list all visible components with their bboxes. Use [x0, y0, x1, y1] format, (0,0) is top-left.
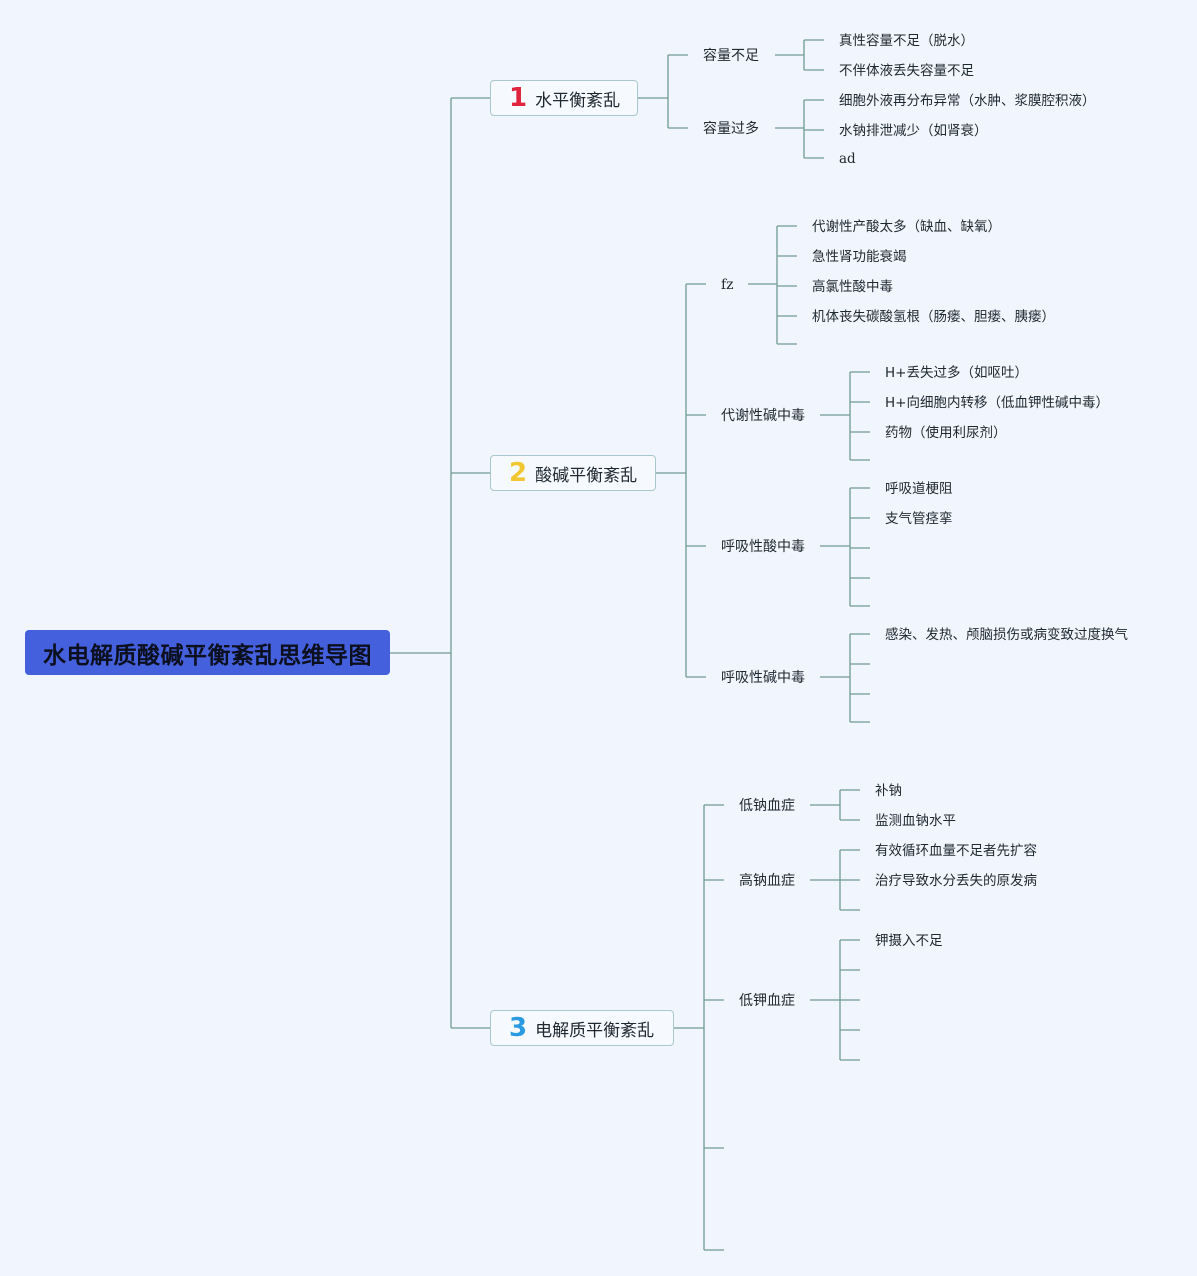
node-respiratory-alkalosis[interactable]: 呼吸性碱中毒: [721, 670, 805, 686]
leaf-node[interactable]: 细胞外液再分布异常（水肿、浆膜腔积液）: [839, 93, 1096, 109]
leaf-node[interactable]: 补钠: [875, 783, 902, 799]
leaf-node[interactable]: H+向细胞内转移（低血钾性碱中毒）: [885, 395, 1109, 411]
leaf-node[interactable]: 治疗导致水分丢失的原发病: [875, 873, 1037, 889]
node-fz[interactable]: fz: [721, 277, 734, 293]
root-title: 水电解质酸碱平衡紊乱思维导图: [43, 642, 372, 669]
leaf-node[interactable]: 感染、发热、颅脑损伤或病变致过度换气: [885, 627, 1128, 643]
branch-label: 水平衡紊乱: [535, 90, 621, 111]
branch-number-3: 3: [509, 1013, 528, 1043]
leaf-node[interactable]: 钾摄入不足: [875, 933, 943, 949]
node-respiratory-acidosis[interactable]: 呼吸性酸中毒: [721, 539, 805, 555]
leaf-node[interactable]: 真性容量不足（脱水）: [839, 33, 974, 49]
branch-number-1: 1: [509, 83, 528, 113]
node-hyponatremia[interactable]: 低钠血症: [739, 798, 795, 814]
node-metabolic-alkalosis[interactable]: 代谢性碱中毒: [721, 408, 805, 424]
branch-electrolyte[interactable]: 3 电解质平衡紊乱: [490, 1010, 674, 1046]
leaf-node[interactable]: 支气管痉挛: [885, 511, 953, 527]
leaf-node[interactable]: 监测血钠水平: [875, 813, 956, 829]
node-volume-deficit[interactable]: 容量不足: [703, 48, 759, 64]
leaf-node[interactable]: 不伴体液丢失容量不足: [839, 63, 974, 79]
branch-label: 电解质平衡紊乱: [535, 1020, 655, 1041]
branch-acid-base[interactable]: 2 酸碱平衡紊乱: [490, 455, 656, 491]
leaf-node[interactable]: 高氯性酸中毒: [812, 279, 893, 295]
leaf-node[interactable]: 代谢性产酸太多（缺血、缺氧）: [812, 219, 1001, 235]
branch-number-2: 2: [509, 458, 528, 488]
leaf-node[interactable]: H+丢失过多（如呕吐）: [885, 365, 1028, 381]
leaf-node[interactable]: 水钠排泄减少（如肾衰）: [839, 123, 988, 139]
leaf-node[interactable]: 急性肾功能衰竭: [812, 249, 907, 265]
leaf-node[interactable]: 有效循环血量不足者先扩容: [875, 843, 1037, 859]
branch-label: 酸碱平衡紊乱: [535, 465, 638, 486]
leaf-node[interactable]: 药物（使用利尿剂）: [885, 425, 1007, 441]
leaf-node[interactable]: 呼吸道梗阻: [885, 481, 953, 497]
branch-water-balance[interactable]: 1 水平衡紊乱: [490, 80, 638, 116]
leaf-node[interactable]: 机体丧失碳酸氢根（肠瘘、胆瘘、胰瘘）: [812, 309, 1055, 325]
node-hypernatremia[interactable]: 高钠血症: [739, 873, 795, 889]
root-node[interactable]: 水电解质酸碱平衡紊乱思维导图: [25, 630, 390, 675]
node-volume-excess[interactable]: 容量过多: [703, 121, 759, 137]
leaf-node[interactable]: ad: [839, 151, 856, 167]
node-hypokalemia[interactable]: 低钾血症: [739, 993, 795, 1009]
